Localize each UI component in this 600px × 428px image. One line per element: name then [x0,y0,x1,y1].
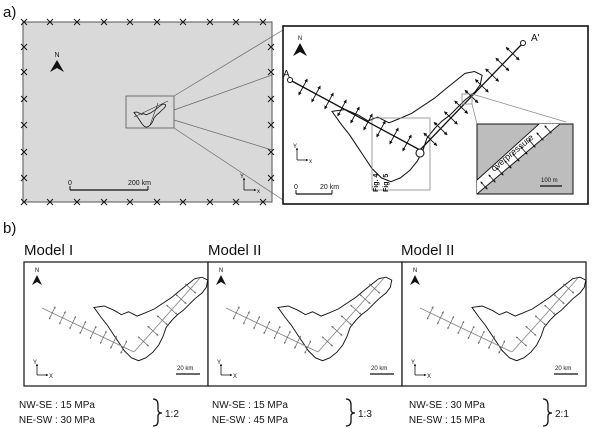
svg-text:X: X [49,374,53,380]
svg-text:20 km: 20 km [371,366,387,372]
svg-text:Y: Y [293,144,297,150]
svg-text:N: N [54,52,59,59]
svg-text:X: X [427,374,431,380]
scale-bar: 20 km [370,366,394,375]
nwse-stress: NW-SE : 15 MPa [19,400,95,411]
svg-text:Y: Y [217,360,221,366]
north-arrow-icon: N [216,268,226,285]
point-a-marker [287,77,293,83]
model-title: Model II [208,242,261,259]
nesw-stress: NE-SW : 45 MPa [212,415,289,426]
point-a-prime-label: A' [531,33,540,44]
point-a-prime-marker [520,40,526,46]
axis-icon-main: Y x [240,174,260,195]
north-arrow-icon: N [32,268,42,285]
nesw-stress: NE-SW : 15 MPa [409,415,486,426]
stress-arrows [48,283,197,354]
fig4-label: Fig. 4 [373,174,380,192]
model-title: Model II [401,242,454,259]
center-marker [415,148,425,158]
nwse-stress: NW-SE : 30 MPa [409,400,485,411]
svg-text:200 km: 200 km [128,180,151,187]
svg-text:100 m: 100 m [541,178,558,184]
svg-text:X: X [233,374,237,380]
scale-bar-inset: 0 20 km [294,184,339,195]
north-arrow-icon: N [410,268,420,285]
svg-text:x: x [309,159,312,165]
stress-ratio: 2:1 [555,409,569,420]
stress-ratio: 1:3 [358,409,372,420]
scale-bar: 20 km [176,366,200,375]
stress-arrows [232,283,381,354]
nwse-stress: NW-SE : 15 MPa [212,400,288,411]
overpressure-detail: overpressure 100 m [476,123,574,195]
fig-box [371,117,431,191]
svg-text:0: 0 [294,184,298,191]
axis-icon: YX [33,360,53,380]
scale-bar-main: 0 200 km [68,180,151,191]
zoom-box [125,95,175,129]
north-arrow-icon: N [50,52,64,72]
axis-icon-inset: Y x [293,144,312,165]
svg-text:0: 0 [68,180,72,187]
fig5-label: Fig. 5 [383,174,390,192]
axis-icon: YX [217,360,237,380]
nesw-stress: NE-SW : 30 MPa [19,415,96,426]
svg-text:N: N [219,268,223,274]
boundary-crosses [20,18,275,206]
brace-icon [345,398,356,427]
regional-map-frame [22,21,273,203]
axis-icon: YX [411,360,431,380]
svg-text:20 km: 20 km [320,184,339,191]
svg-text:N: N [35,268,39,274]
panel-a-label: a) [3,4,16,21]
scale-bar: 20 km [554,366,578,375]
svg-text:Y: Y [33,360,37,366]
svg-text:20 km: 20 km [555,366,571,372]
zoom-connectors [173,29,284,201]
north-arrow-icon: N [293,36,307,56]
point-a-label: A [283,69,290,80]
panel-b-label: b) [3,220,16,237]
brace-icon [152,398,163,427]
svg-text:N: N [298,36,302,42]
svg-text:x: x [257,189,260,195]
brace-icon [542,398,553,427]
svg-text:20 km: 20 km [177,366,193,372]
svg-text:Y: Y [240,174,244,180]
svg-text:Y: Y [411,360,415,366]
stress-ratio: 1:2 [165,409,179,420]
model-title: Model I [24,242,73,259]
svg-text:N: N [413,268,417,274]
stress-arrows [426,283,575,354]
stress-arrows-inset [298,47,520,152]
